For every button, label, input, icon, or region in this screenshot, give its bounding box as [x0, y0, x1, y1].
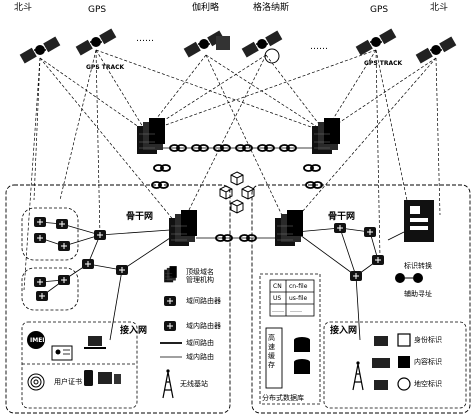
imei-badge-icon: [27, 331, 45, 349]
gps-track-right-label: GPS TRACK: [364, 60, 403, 67]
legend-label-5: 无线基站: [180, 380, 208, 388]
left-access-label: 接入网: [120, 326, 148, 336]
satellite-glonass-icon: [240, 29, 284, 64]
legend-intra-router-icon: [163, 320, 177, 332]
distributed-db-label: 分布式数据库: [262, 394, 304, 402]
id-convert-label: 标识转换: [404, 262, 432, 270]
satellite-label-galileo: 伽利略: [192, 3, 220, 13]
space-id-label: 地空标识: [414, 380, 442, 388]
middle-chain: [196, 234, 276, 242]
legend-label-2: 域内路由器: [186, 322, 221, 330]
storage-val-0: cn-file: [289, 283, 308, 290]
satellite-links: [23, 49, 441, 291]
user-cert-label: 用户证书: [54, 378, 82, 386]
satellite-label-glonass: 格洛纳斯: [253, 3, 290, 13]
fingerprint-icon: [27, 373, 45, 391]
aux-address-pin-icon: [395, 273, 423, 283]
legend-server-icon: [164, 265, 177, 283]
laptop-icon: [84, 336, 106, 349]
legend-label-3: 域间路由: [186, 339, 214, 347]
right-backbone-links: [295, 227, 405, 341]
right-backbone-label: 骨干网: [328, 212, 356, 222]
user-certificate-icon: [51, 345, 73, 361]
right-access-label: 接入网: [330, 326, 358, 336]
id-convert-server-icon: [404, 200, 434, 242]
left-region-box: [5, 184, 231, 414]
top-backbone-chain: [151, 144, 323, 189]
satellite-label-beidou-right: 北斗: [430, 3, 449, 13]
storage-val-more: ……: [290, 307, 302, 314]
left-backbone-subnet-1: [21, 207, 79, 261]
satellite-label-gps-right: GPS: [370, 5, 389, 15]
right-domain-server-icon: [274, 209, 304, 247]
legend-label-1: 域间路由器: [186, 297, 221, 305]
blockchain-cubes-icon: [219, 171, 255, 214]
satellite-label-gps-left: GPS: [88, 5, 107, 15]
content-id-icon: [398, 356, 410, 368]
left-access-box: [21, 321, 138, 409]
access-tower-icon: [352, 360, 364, 391]
database-icon: [294, 337, 310, 374]
storage-box: [259, 273, 321, 405]
identity-id-icon: [397, 333, 411, 347]
storage-key-0: CN: [273, 283, 282, 290]
aux-address-label: 辅助寻址: [404, 290, 432, 298]
fast-cache-label: 高速缓存: [268, 334, 275, 369]
imei-badge-text: IMEI: [30, 337, 45, 344]
router-icons-right: [333, 222, 385, 282]
storage-table: [269, 279, 315, 317]
left-backbone-label: 骨干网: [126, 212, 154, 222]
storage-key-more: ……: [272, 307, 284, 314]
legend-label-0: 顶级域名 管理机构: [186, 268, 214, 284]
top-level-domain-server-left-icon: [136, 117, 166, 155]
right-access-devices: [372, 336, 390, 390]
ellipsis-left: ……: [136, 34, 154, 44]
satellite-galileo-icon: [182, 29, 230, 59]
right-access-box: [323, 321, 467, 409]
legend-label-4: 域内路由: [186, 353, 214, 361]
ellipsis-right: ……: [310, 42, 328, 52]
left-backbone-subnet-2: [21, 267, 79, 311]
legend-tower-icon: [162, 368, 174, 399]
storage-key-1: US: [273, 295, 282, 302]
gps-track-left-label: GPS TRACK: [86, 64, 125, 71]
satellite-label-beidou-left: 北斗: [14, 3, 33, 13]
space-id-icon: [397, 377, 411, 391]
content-id-label: 内容标识: [414, 358, 442, 366]
storage-val-1: us-file: [289, 295, 308, 302]
top-level-domain-server-right-icon: [311, 117, 341, 155]
legend-domain-router-icon: [163, 295, 177, 307]
right-region-box: [251, 184, 471, 414]
left-domain-server-icon: [168, 209, 198, 247]
identity-id-label: 身份标识: [414, 336, 442, 344]
mobile-devices-icon: [84, 370, 121, 386]
fast-cache-box: [265, 327, 283, 389]
